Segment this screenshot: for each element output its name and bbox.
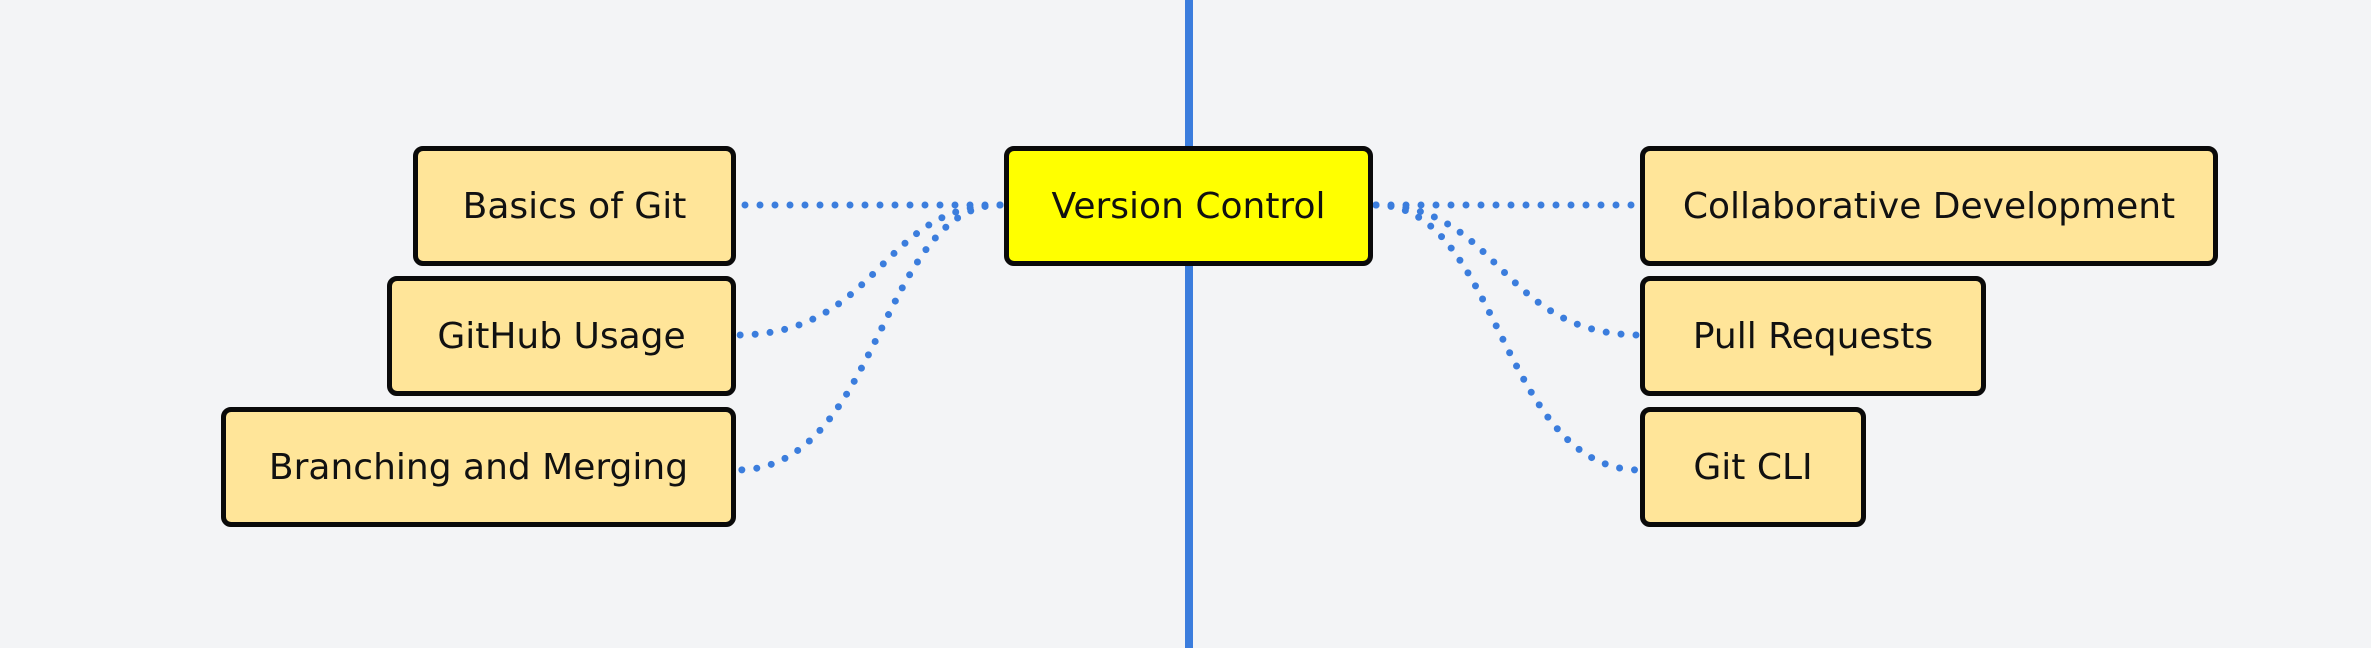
topic-node-label: Collaborative Development bbox=[1682, 185, 2176, 227]
connector-pull-requests bbox=[1372, 201, 1644, 339]
topic-node-label: Branching and Merging bbox=[268, 446, 689, 488]
topic-node-pull-requests[interactable]: Pull Requests bbox=[1640, 276, 1986, 396]
connector-branching-and-merging bbox=[733, 201, 1004, 474]
topic-node-git-cli[interactable]: Git CLI bbox=[1640, 407, 1866, 527]
connector-git-cli bbox=[1372, 201, 1644, 474]
topic-node-collaborative-development[interactable]: Collaborative Development bbox=[1640, 146, 2218, 266]
connector-github-usage bbox=[733, 201, 1004, 339]
topic-node-label: Pull Requests bbox=[1692, 315, 1934, 357]
topic-node-label: Basics of Git bbox=[462, 185, 687, 227]
topic-node-basics-of-git[interactable]: Basics of Git bbox=[413, 146, 736, 266]
topic-node-github-usage[interactable]: GitHub Usage bbox=[387, 276, 736, 396]
topic-node-label: GitHub Usage bbox=[437, 315, 686, 357]
vertical-axis-line bbox=[1185, 0, 1193, 648]
topic-node-branching-and-merging[interactable]: Branching and Merging bbox=[221, 407, 736, 527]
topic-node-label: Git CLI bbox=[1693, 446, 1813, 488]
root-node-label: Version Control bbox=[1051, 185, 1326, 227]
root-node-version-control[interactable]: Version Control bbox=[1004, 146, 1373, 266]
